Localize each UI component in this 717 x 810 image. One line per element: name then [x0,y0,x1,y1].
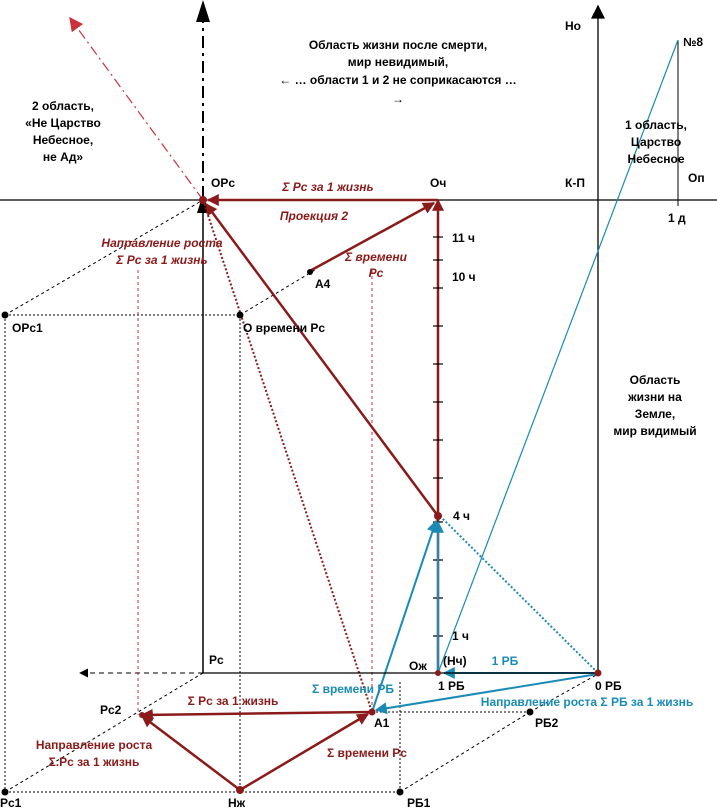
label-sum-time-rb: Σ времени РБ [312,682,394,696]
afterlife-text-4: → [392,92,404,106]
region2-text-4: не Ад» [43,150,84,164]
afterlife-text-3: ← … области 1 и 2 не соприкасаются … [279,73,516,87]
label-projection2: Проекция 2 [280,209,349,223]
label-sum-rc-bottom: Σ Рс за 1 жизнь [188,694,279,708]
region2-text-2: «Не Царство [25,116,101,130]
vertical-axis-arrowhead [196,0,210,22]
dot-nzh [236,786,244,794]
dotted-rb2-0rb [529,673,599,713]
label-ozh: Ож [409,659,427,673]
earth-text-1: Область [630,373,681,387]
growth-rb-arrow [374,673,599,715]
n8-diagonal [437,39,679,674]
dot-1rb [435,670,441,676]
dotted-rb1-rb2 [399,711,531,793]
region1-text-2: Царство [631,135,681,149]
label-0rb: 0 РБ [595,679,622,693]
earth-text-4: мир видимый [613,424,696,438]
label-och: Оч [430,176,446,190]
label-rb1: РБ1 [407,796,431,810]
label-no: Но [565,19,581,33]
label-10ch: 10 ч [452,270,476,284]
cyan-dotted-diagonal [439,515,599,674]
dotted-o-vremeni-a4 [239,269,316,316]
region2-text-1: 2 область, [32,99,94,113]
label-sum-time-rc-top-2: Рс [369,266,384,280]
label-growth-rb: Направление роста Σ РБ за 1 жизнь [481,695,693,709]
dot-a4 [307,269,313,275]
dot-a1 [368,708,376,716]
dot-rb1 [396,788,404,796]
red-dotted-diagonal [202,199,373,713]
label-n8: №8 [683,35,703,49]
earth-text-3: Земле, [635,407,675,421]
dashdot-red-arrow [69,16,204,201]
label-growth-rc-bottom-1: Направление роста [36,738,153,752]
region1-text-1: 1 область, [625,118,687,132]
label-1rb-arrow: 1 РБ [492,654,519,668]
label-1ch: 1 ч [452,629,469,643]
label-rb2: РБ2 [535,716,559,730]
dotted-rc1-rc [4,672,204,793]
label-sum-time-rc-bottom: Σ времени Рс [327,746,407,760]
region1-text-3: Небесное [627,152,684,166]
label-1rb: 1 РБ [438,679,465,693]
dot-o-vremeni [236,311,244,319]
label-nzh: Нж [228,796,246,810]
label-growth-rc-bottom-2: Σ.Рс за 1 жизнь [49,755,140,769]
label-rc: Рс [209,653,224,667]
growth-rc-top-arrow [204,203,440,517]
dot-rb2 [526,708,534,716]
label-nch: (Нч) [443,654,467,668]
dot-orc [199,196,207,204]
afterlife-text-2: мир невидимый, [348,55,448,69]
earth-text-2: жизни на [627,390,682,404]
label-orc1: ОРс1 [12,321,43,335]
label-op: Оп [688,171,705,185]
label-4ch: 4 ч [453,509,470,523]
label-sum-rc-top: Σ Рс за 1 жизнь [281,180,373,194]
label-a1: А1 [374,716,390,730]
dot-rc1 [1,788,9,796]
point-dots [1,196,602,796]
dotted-top-left [4,199,204,316]
label-orc: ОРс [211,176,235,190]
label-o-vremeni: О времени Рс [243,321,325,335]
label-rc2: Рс2 [100,703,122,717]
afterlife-text-1: Область жизни после смерти, [309,38,487,52]
dot-0rb [594,669,602,677]
dot-4ch [434,512,442,520]
label-rc1: Рс1 [0,796,22,810]
region2-text-3: Небесное, [33,133,93,147]
sum-time-rc-top-arrow [307,201,436,274]
label-11ch: 11 ч [452,231,475,245]
label-a4: А4 [315,277,331,291]
label-sum-time-rc-top-1: Σ времени [344,250,407,264]
label-growth-rc-top-2: Σ Рс за 1 жизнь [115,253,207,267]
dot-rc2 [139,712,145,718]
label-growth-rc-top-1: Направление роста [101,236,222,250]
sum-rc-bottom-arrow [140,708,373,721]
label-1d: 1 д [668,211,686,225]
sum-time-rb-arrow [371,519,439,713]
sum-time-rc-bottom-arrow [239,712,370,792]
label-kp: К-П [565,176,585,190]
growth-rc-bottom-arrow [141,715,241,791]
dot-orc1 [1,311,9,319]
